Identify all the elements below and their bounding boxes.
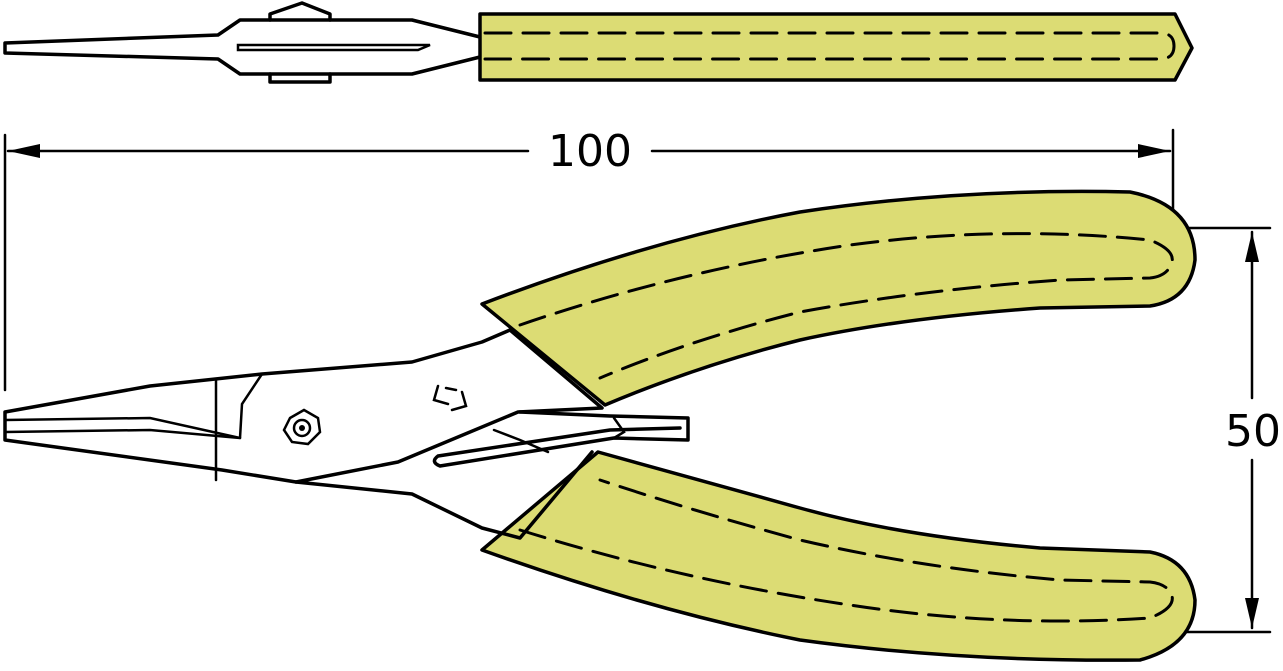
side-view-jaw xyxy=(3,18,482,76)
upper-grip-inner-line xyxy=(518,232,1174,380)
pliers-side-view xyxy=(3,1,1194,84)
width-dimension: 50 xyxy=(1028,226,1281,634)
return-spring xyxy=(432,410,690,468)
side-view-slot xyxy=(236,43,431,52)
width-dimension-label: 50 xyxy=(1225,406,1281,457)
spring-mark-icon xyxy=(432,384,468,412)
pliers-front-view xyxy=(3,189,1197,662)
upper-handle-grip xyxy=(480,189,1197,407)
side-view-pivot-top xyxy=(268,1,332,22)
jaw-shoulder xyxy=(238,372,264,440)
pliers-jaw-body xyxy=(3,328,604,484)
pivot-rivet-center xyxy=(292,418,312,438)
width-arrow-top xyxy=(1245,232,1259,262)
width-arrow-bottom xyxy=(1245,598,1259,628)
side-view-grip-inner-line xyxy=(483,31,1176,61)
side-view-handle-grip xyxy=(478,12,1194,82)
pivot-rivet-dot xyxy=(299,425,305,431)
pivot-rivet-icon xyxy=(282,408,322,446)
lower-handle-grip xyxy=(480,450,1197,662)
length-dimension: 100 xyxy=(3,126,1175,392)
side-view-pivot-bottom xyxy=(268,72,332,84)
length-dimension-label: 100 xyxy=(548,126,632,177)
spring-inner-line xyxy=(492,416,626,454)
length-arrow-right xyxy=(1138,144,1170,158)
lower-grip-inner-line xyxy=(518,478,1174,623)
jaw-tip-gap xyxy=(3,416,242,440)
pliers-lower-body xyxy=(294,450,594,540)
length-arrow-left xyxy=(8,144,40,158)
